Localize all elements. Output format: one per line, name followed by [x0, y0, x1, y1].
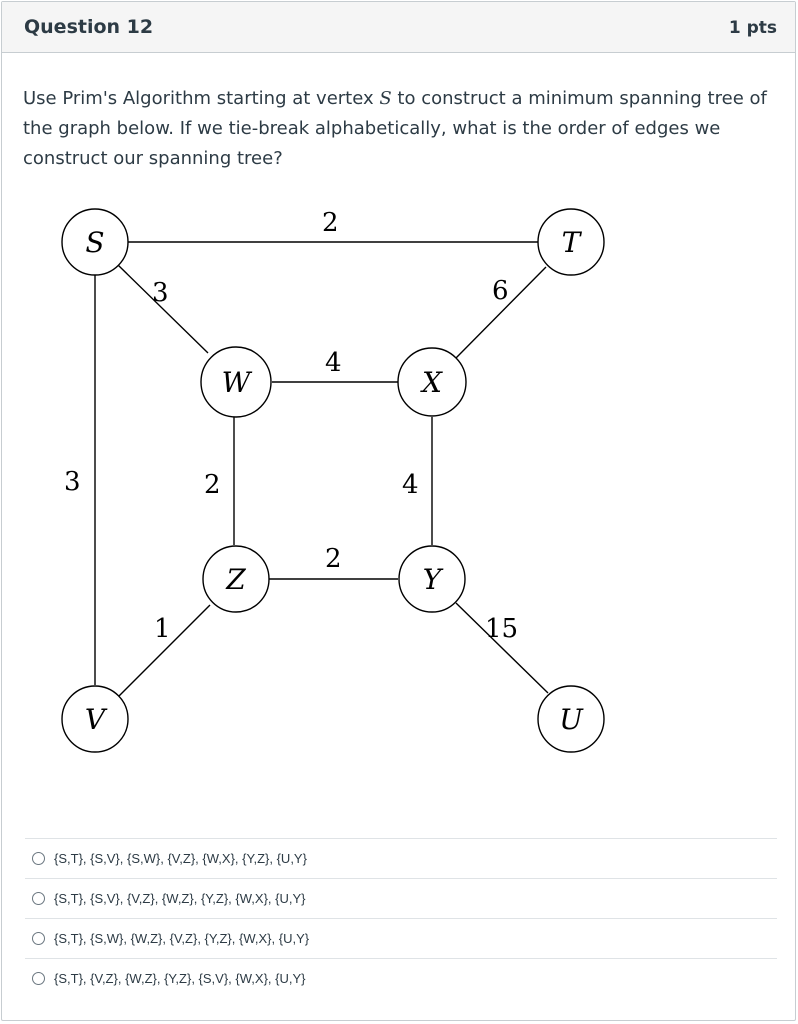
question-prompt: Use Prim's Algorithm starting at vertex …	[23, 84, 775, 174]
node-w	[200, 346, 272, 418]
weight-x-y: 4	[402, 470, 419, 500]
answer-radio-3[interactable]	[32, 932, 45, 945]
node-label-z: Z	[225, 563, 246, 596]
node-t	[537, 208, 605, 276]
weight-w-z: 2	[204, 470, 221, 500]
prompt-vertex-var: S	[379, 88, 392, 109]
node-label-s: S	[85, 226, 104, 259]
edge-v-z	[117, 604, 211, 698]
answer-label-1[interactable]: {S,T}, {S,V}, {S,W}, {V,Z}, {W,X}, {Y,Z}…	[54, 851, 307, 866]
node-x	[397, 347, 467, 417]
edge-t-x	[455, 266, 547, 359]
weight-s-v: 3	[64, 467, 81, 497]
answer-option-3[interactable]: {S,T}, {S,W}, {W,Z}, {V,Z}, {Y,Z}, {W,X}…	[25, 918, 777, 958]
answer-radio-2[interactable]	[32, 892, 45, 905]
node-label-w: W	[222, 366, 253, 399]
node-v	[61, 685, 129, 753]
question-title: Question 12	[24, 16, 154, 38]
node-label-y: Y	[423, 563, 444, 596]
graph-diagram: 2 3 6 4 3 2 4 2 1 15 S T W X Z Y V U	[61, 208, 605, 753]
node-z	[202, 545, 270, 613]
answer-label-2[interactable]: {S,T}, {S,V}, {V,Z}, {W,Z}, {Y,Z}, {W,X}…	[54, 891, 306, 906]
question-header: Question 12 1 pts	[2, 2, 795, 53]
answer-option-4[interactable]: {S,T}, {V,Z}, {W,Z}, {Y,Z}, {S,V}, {W,X}…	[25, 958, 777, 998]
answer-option-1[interactable]: {S,T}, {S,V}, {S,W}, {V,Z}, {W,X}, {Y,Z}…	[25, 838, 777, 878]
weight-t-x: 6	[492, 276, 509, 306]
weight-s-w: 3	[152, 278, 169, 308]
prompt-text-end: to construct a minimum spanning tree of …	[23, 88, 767, 169]
edge-y-u	[455, 602, 549, 694]
answer-option-2[interactable]: {S,T}, {S,V}, {V,Z}, {W,Z}, {Y,Z}, {W,X}…	[25, 878, 777, 918]
question-points: 1 pts	[728, 18, 777, 38]
node-y	[398, 545, 466, 613]
weight-w-x: 4	[325, 348, 342, 378]
node-label-t: T	[562, 226, 583, 259]
answer-label-4[interactable]: {S,T}, {V,Z}, {W,Z}, {Y,Z}, {S,V}, {W,X}…	[54, 971, 306, 986]
edge-s-w	[117, 264, 209, 354]
weight-z-y: 2	[325, 544, 342, 574]
node-s	[61, 208, 129, 276]
node-label-v: V	[85, 703, 108, 736]
weight-s-t: 2	[322, 208, 339, 238]
prompt-text-start: Use Prim's Algorithm starting at vertex	[23, 88, 380, 109]
node-label-x: X	[420, 366, 443, 399]
answer-radio-4[interactable]	[32, 972, 45, 985]
answer-radio-1[interactable]	[32, 852, 45, 865]
weight-y-u: 15	[485, 614, 518, 644]
node-u	[537, 685, 605, 753]
answer-label-3[interactable]: {S,T}, {S,W}, {W,Z}, {V,Z}, {Y,Z}, {W,X}…	[54, 931, 310, 946]
weight-v-z: 1	[154, 614, 171, 644]
node-label-u: U	[559, 703, 584, 736]
answer-list: {S,T}, {S,V}, {S,W}, {V,Z}, {W,X}, {Y,Z}…	[25, 838, 777, 998]
